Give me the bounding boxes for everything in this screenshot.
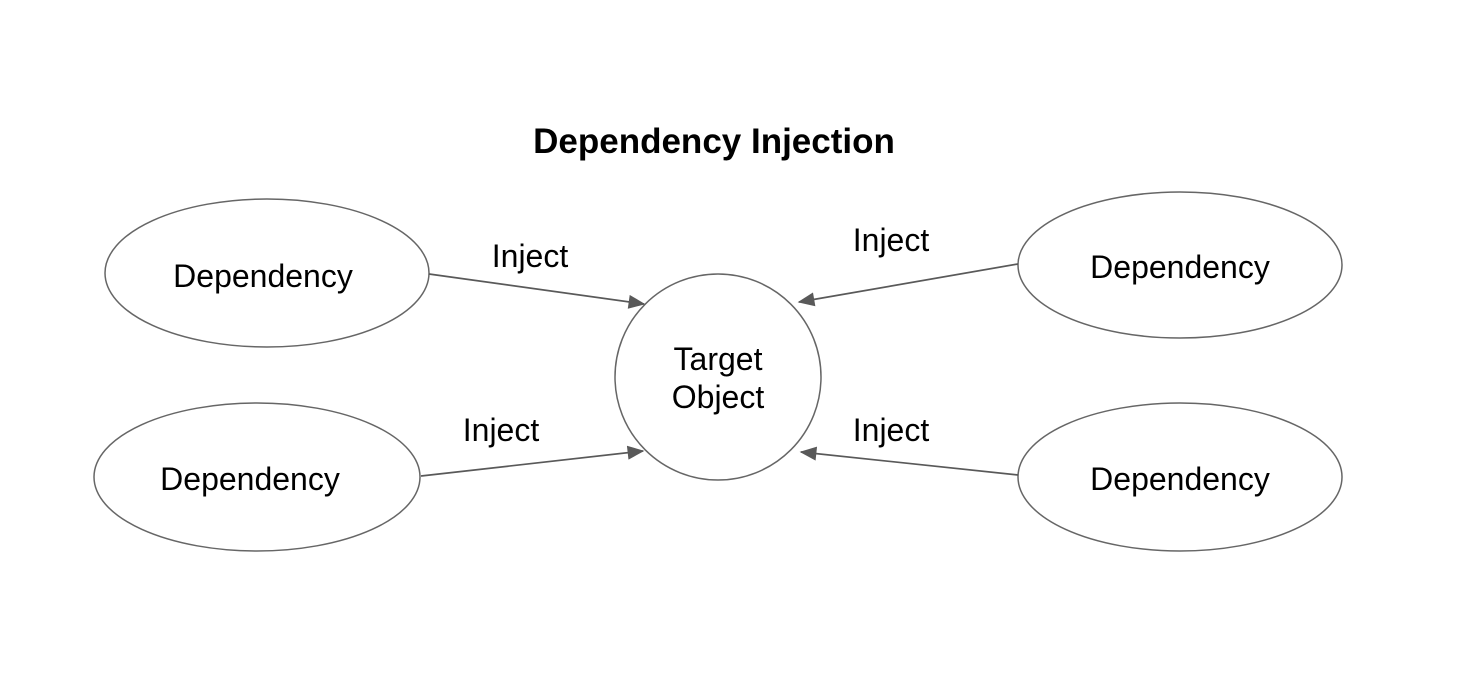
inject-label: Inject bbox=[853, 412, 930, 448]
inject-edge-bottom-right: Inject bbox=[799, 412, 1019, 476]
dependency-label: Dependency bbox=[1090, 249, 1270, 285]
dependency-ellipse bbox=[1017, 191, 1343, 339]
dependency-ellipse bbox=[93, 402, 421, 552]
target-circle bbox=[614, 273, 822, 481]
inject-label: Inject bbox=[853, 222, 930, 258]
dependency-ellipse bbox=[104, 198, 430, 348]
inject-arrow bbox=[420, 445, 645, 477]
inject-label: Inject bbox=[463, 412, 540, 448]
target-object-node: Target Object bbox=[614, 273, 822, 481]
dependency-node-bottom-left: Dependency bbox=[93, 402, 421, 552]
target-label-line1: Target bbox=[674, 341, 763, 377]
inject-edge-bottom-left: Inject bbox=[420, 412, 645, 477]
inject-arrow bbox=[428, 273, 646, 309]
dependency-label: Dependency bbox=[160, 461, 340, 497]
inject-arrow bbox=[797, 263, 1019, 307]
inject-edge-top-right: Inject bbox=[797, 222, 1019, 307]
dependency-node-top-left: Dependency bbox=[104, 198, 430, 348]
dependency-label: Dependency bbox=[1090, 461, 1270, 497]
dependency-node-bottom-right: Dependency bbox=[1017, 402, 1343, 552]
diagram-title: Dependency Injection bbox=[533, 122, 895, 161]
inject-edge-top-left: Inject bbox=[428, 238, 646, 309]
dependency-ellipse bbox=[1017, 402, 1343, 552]
target-label-line2: Object bbox=[672, 379, 765, 415]
inject-arrow bbox=[799, 446, 1019, 476]
dependency-label: Dependency bbox=[173, 258, 353, 294]
dependency-node-top-right: Dependency bbox=[1017, 191, 1343, 339]
inject-label: Inject bbox=[492, 238, 569, 274]
